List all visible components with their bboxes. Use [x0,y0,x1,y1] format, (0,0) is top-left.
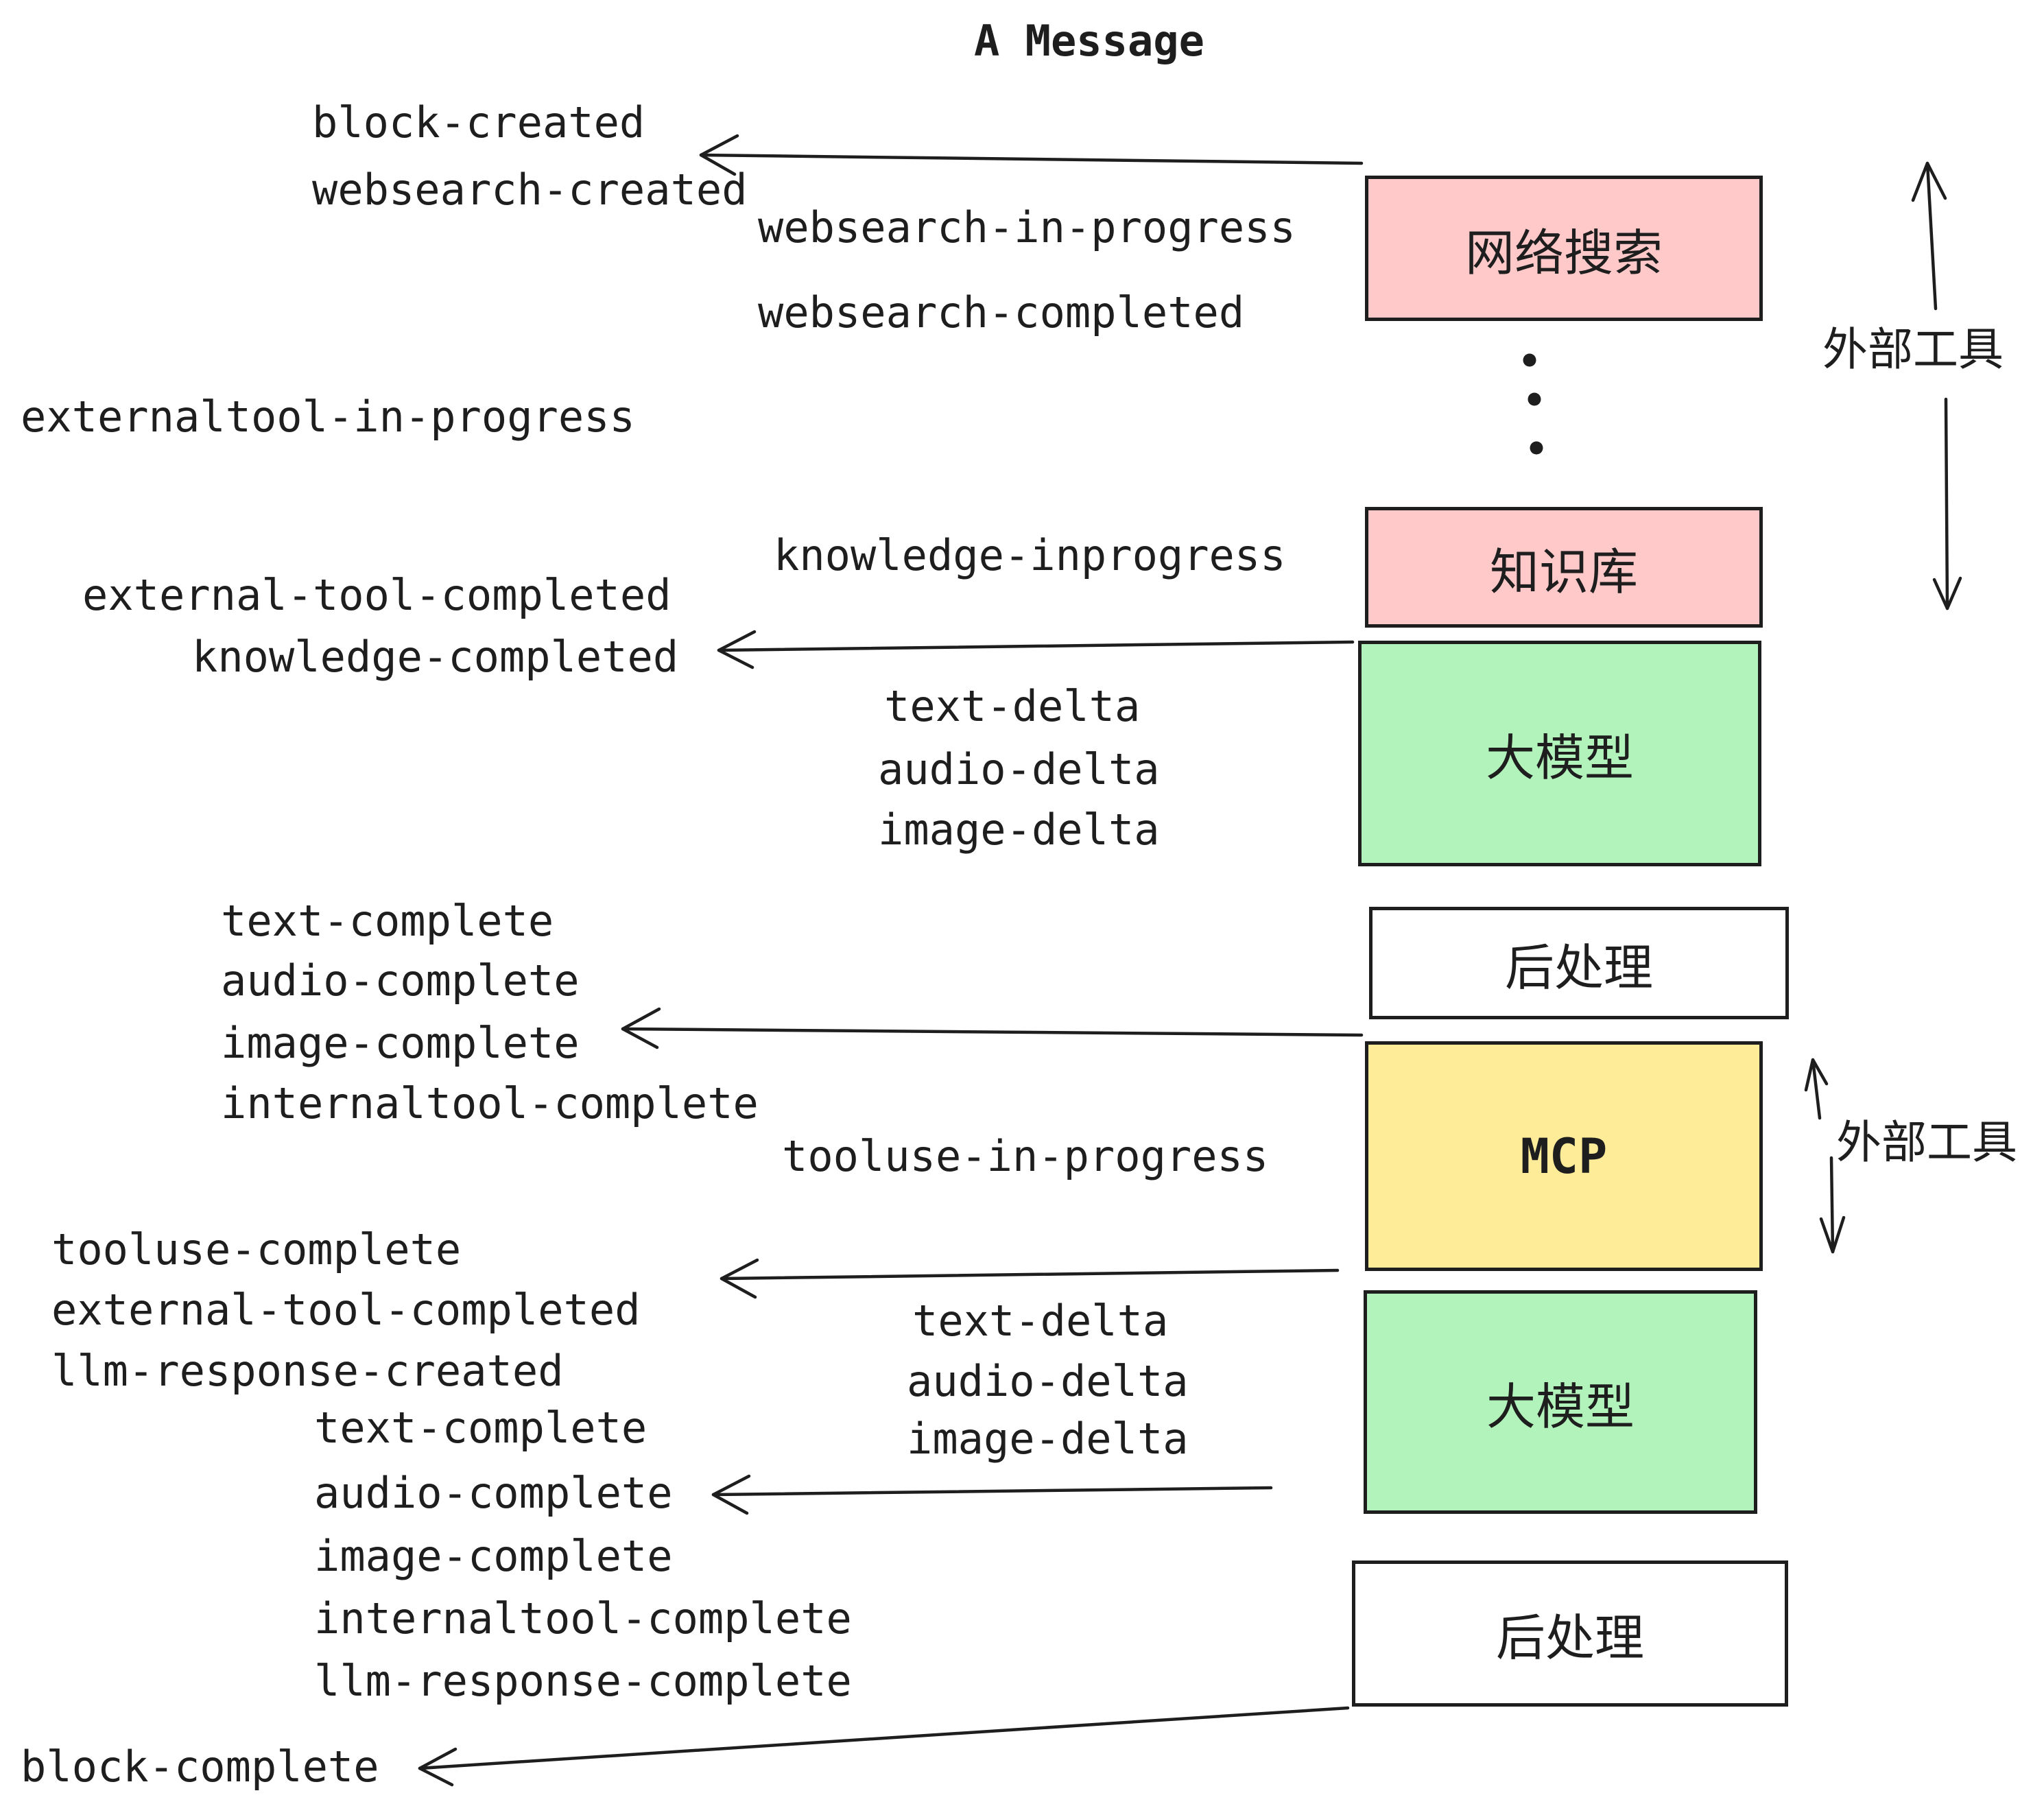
event-label-knowledge-completed: knowledge-completed [192,632,679,682]
event-label-text-complete: text-complete [221,896,554,946]
event-label-internaltool-complete-2: internaltool-complete [314,1593,852,1643]
external-tool-down-arrow-icon [1932,397,1962,610]
external-tool-up-arrow-icon [1911,161,1947,311]
box-websearch-label: 网络搜索 [1464,226,1663,281]
event-label-image-delta-2: image-delta [907,1414,1189,1464]
page-title: A Message [974,16,1204,66]
event-label-audio-delta-2: audio-delta [907,1356,1189,1406]
mcp-external-tool-up-arrow-icon [1804,1058,1829,1120]
event-label-image-delta: image-delta [878,805,1160,855]
event-label-image-complete: image-complete [221,1018,580,1068]
event-label-text-delta: text-delta [884,681,1141,731]
event-label-block-created: block-created [312,97,645,147]
arrow-to-block-created-icon [699,134,1364,176]
box-post-processing-top-label: 后处理 [1504,940,1653,996]
event-label-block-complete: block-complete [21,1742,379,1792]
arrow-to-tooluse-complete-icon [720,1258,1340,1299]
side-label-external-tool-bottom: 外部工具 [1836,1117,2017,1167]
box-post-processing-bottom: 后处理 [1352,1560,1788,1707]
event-label-tooluse-in-progress: tooluse-in-progress [782,1131,1269,1181]
side-label-external-tool-top: 外部工具 [1822,324,2004,375]
arrow-to-block-complete-icon [418,1706,1350,1787]
event-label-external-tool-completed-2: external-tool-completed [51,1285,641,1335]
box-post-processing-bottom-label: 后处理 [1495,1611,1644,1666]
event-label-image-complete-2: image-complete [314,1531,673,1581]
ellipsis-dots-icon [1523,353,1543,455]
event-label-audio-complete-2: audio-complete [314,1468,673,1518]
event-label-external-tool-completed: external-tool-completed [82,570,672,620]
box-knowledge: 知识库 [1365,507,1763,628]
mcp-external-tool-down-arrow-icon [1819,1156,1846,1254]
box-llm-top: 大模型 [1358,641,1761,866]
box-mcp-label: MCP [1520,1128,1608,1185]
box-post-processing-top: 后处理 [1369,907,1789,1019]
event-label-externaltool-in-progress: externaltool-in-progress [21,392,635,442]
event-label-text-delta-2: text-delta [912,1296,1169,1346]
event-label-websearch-created: websearch-created [312,165,748,215]
box-mcp: MCP [1365,1041,1763,1271]
arrow-to-knowledge-completed-icon [717,630,1355,669]
box-knowledge-label: 知识库 [1489,545,1638,600]
event-label-websearch-in-progress: websearch-in-progress [758,202,1296,252]
event-label-llm-response-created: llm-response-created [51,1346,564,1396]
event-label-internaltool-complete: internaltool-complete [221,1078,759,1128]
arrow-to-audio-complete-icon [711,1474,1273,1515]
event-label-knowledge-inprogress: knowledge-inprogress [774,530,1286,580]
box-llm-top-label: 大模型 [1485,731,1634,786]
arrow-to-image-complete-icon [621,1007,1364,1049]
box-llm-bottom: 大模型 [1364,1290,1757,1514]
event-label-websearch-completed: websearch-completed [758,287,1245,337]
event-label-audio-complete: audio-complete [221,956,580,1006]
event-label-llm-response-complete: llm-response-complete [314,1656,852,1706]
event-label-tooluse-complete: tooluse-complete [51,1224,462,1274]
box-llm-bottom-label: 大模型 [1486,1379,1635,1435]
box-websearch: 网络搜索 [1365,176,1763,321]
event-label-audio-delta: audio-delta [878,744,1160,794]
event-label-text-complete-2: text-complete [314,1403,647,1453]
